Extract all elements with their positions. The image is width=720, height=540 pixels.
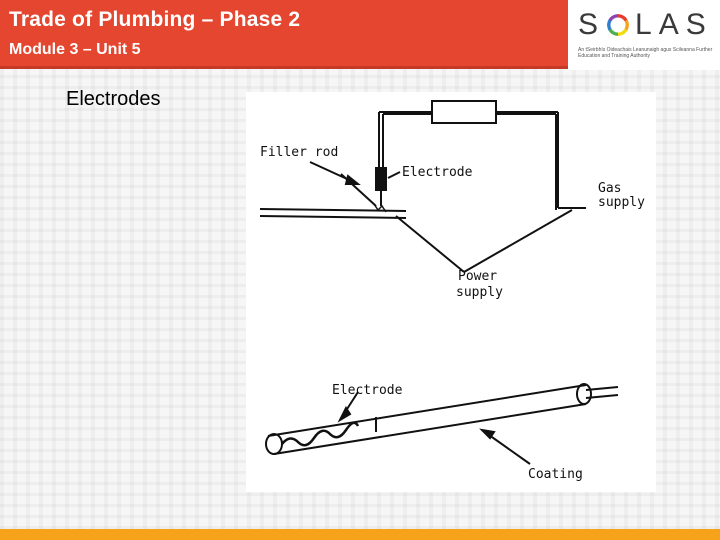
power-cable-right — [463, 209, 573, 273]
electrode-diagram: Filler rod Electrode Gas supply Power su… — [246, 92, 656, 492]
label-filler-rod: Filler rod — [260, 145, 339, 160]
logo-letters-las: LAS — [635, 8, 713, 41]
header-bar: Trade of Plumbing – Phase 2 Module 3 – U… — [0, 0, 568, 66]
diagram-drawing — [259, 100, 619, 465]
coated-electrode — [265, 383, 619, 465]
logo-wordmark: S LAS — [578, 8, 713, 42]
label-coating: Coating — [528, 467, 583, 482]
filler-rod — [340, 173, 377, 207]
footer-bar — [0, 529, 720, 540]
logo-ring-icon — [607, 14, 630, 36]
logo-letter-s: S — [578, 8, 606, 41]
label-gas-supply-line1: Gas — [598, 181, 622, 196]
torch-body — [375, 167, 387, 191]
solas-logo: S LAS An tSeirbhís Oideachais Leanunaigh … — [568, 0, 720, 70]
header-title: Trade of Plumbing – Phase 2 — [9, 8, 301, 31]
logo-tagline: An tSeirbhís Oideachais Leanunaigh agus … — [578, 47, 713, 59]
label-electrode-bottom: Electrode — [332, 383, 403, 398]
label-electrode-top: Electrode — [402, 165, 473, 180]
label-power-supply-line2: supply — [456, 285, 503, 300]
label-power-supply-line1: Power — [458, 269, 498, 284]
label-gas-supply-line2: supply — [598, 195, 645, 210]
power-cable-left — [395, 215, 465, 273]
workpiece-plate — [259, 208, 407, 212]
header-divider — [0, 66, 568, 69]
header-subtitle: Module 3 – Unit 5 — [9, 41, 141, 58]
page-title: Electrodes — [66, 88, 161, 110]
flow-regulator — [431, 100, 497, 124]
